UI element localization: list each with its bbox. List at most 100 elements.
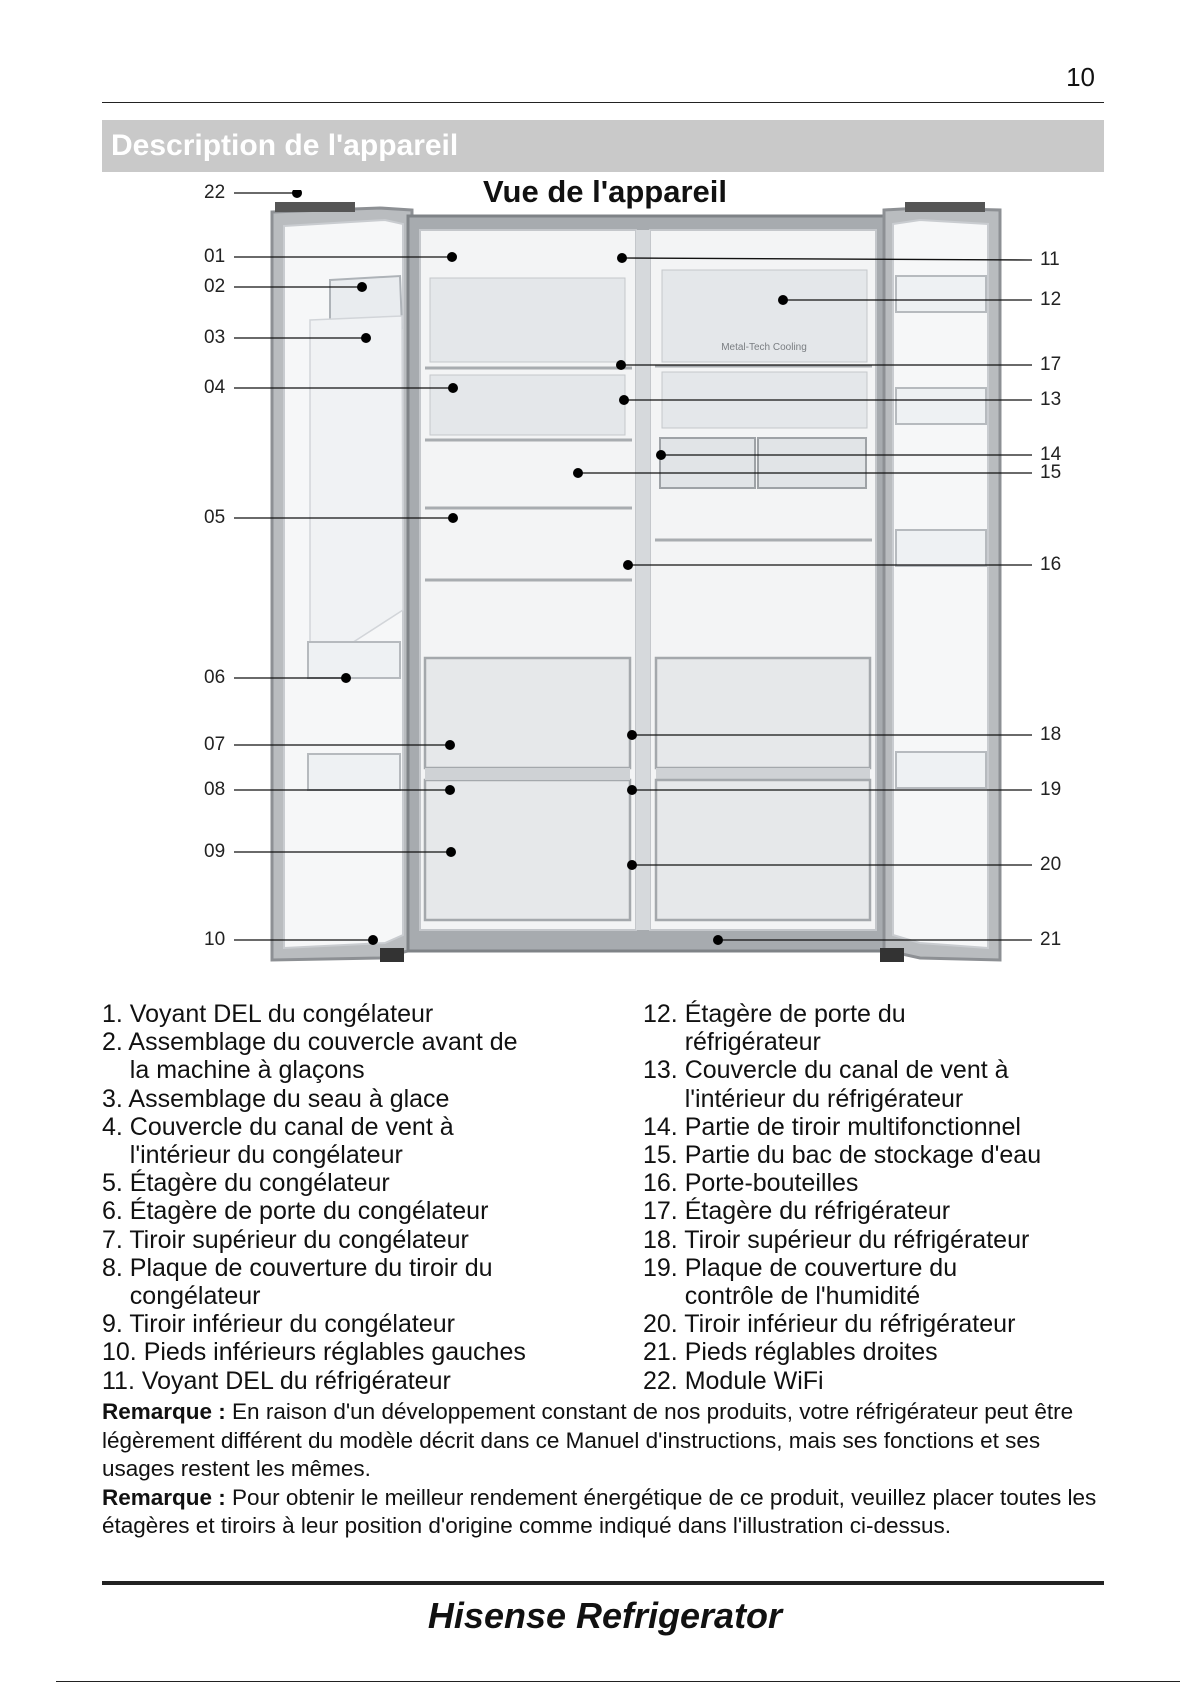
center-divider — [636, 230, 650, 930]
callout-dot — [445, 785, 455, 795]
legend-item: 11. Voyant DEL du réfrigérateur — [102, 1366, 451, 1395]
callout-dot — [292, 190, 302, 198]
legend-item: 20. Tiroir inférieur du réfrigérateur — [643, 1310, 1016, 1339]
note-2-text: Pour obtenir le meilleur rendement énerg… — [102, 1484, 1097, 1539]
multi-drawer-right — [757, 437, 867, 489]
callout-number: 19 — [1040, 779, 1062, 800]
callout-number: 13 — [1040, 389, 1062, 410]
callout-number: 05 — [204, 507, 226, 528]
callout-number: 02 — [204, 276, 226, 297]
legend-item: 12. Étagère de porte du réfrigérateur — [643, 1000, 906, 1057]
freezer-drawer-lower — [423, 778, 632, 922]
notes: Remarque : En raison d'un développement … — [102, 1398, 1112, 1541]
right-door-bin-2 — [895, 387, 987, 425]
note-1: Remarque : En raison d'un développement … — [102, 1398, 1112, 1484]
legend-item: 5. Étagère du congélateur — [102, 1169, 390, 1198]
fridge-drawer-lower — [654, 778, 872, 922]
callout-dot — [368, 935, 378, 945]
ice-bucket — [309, 315, 404, 672]
top-hinge-left — [275, 202, 355, 212]
legend-item: 9. Tiroir inférieur du congélateur — [102, 1310, 455, 1339]
refrigerator-diagram: Metal-Tech Cooling — [180, 190, 1080, 970]
legend-item: 6. Étagère de porte du congélateur — [102, 1197, 489, 1226]
callout-number: 17 — [1040, 354, 1062, 375]
leader-line — [621, 257, 1033, 261]
multi-drawer-left — [659, 437, 756, 489]
callout-number: 18 — [1040, 724, 1062, 745]
fridge-drawer-upper — [654, 656, 872, 770]
callout-dot — [445, 740, 455, 750]
callout-number: 21 — [1040, 929, 1062, 950]
note-1-text: En raison d'un développement constant de… — [102, 1399, 1074, 1481]
right-door-inner — [892, 218, 989, 950]
callout-number: 07 — [204, 734, 226, 755]
callout-dot — [616, 360, 626, 370]
callout-dot — [361, 333, 371, 343]
callout-number: 15 — [1040, 462, 1062, 483]
callout-number: 14 — [1040, 444, 1062, 465]
fridge-panel-text: Metal-Tech Cooling — [721, 342, 807, 353]
right-door-bin-1 — [895, 275, 987, 313]
note-2: Remarque : Pour obtenir le meilleur rend… — [102, 1484, 1112, 1541]
callout-number: 11 — [1040, 249, 1060, 270]
legend-item: 22. Module WiFi — [643, 1366, 824, 1395]
callout-number: 10 — [204, 929, 226, 950]
legend-item: 13. Couvercle du canal de vent à l'intér… — [643, 1056, 1009, 1113]
legend-item: 15. Partie du bac de stockage d'eau — [643, 1141, 1042, 1170]
legend-item: 10. Pieds inférieurs réglables gauches — [102, 1338, 526, 1367]
left-door-bin-1 — [307, 641, 401, 679]
legend-item: 3. Assemblage du seau à glace — [102, 1084, 450, 1113]
callout-dot — [341, 673, 351, 683]
callout-dot — [357, 282, 367, 292]
legend-item: 18. Tiroir supérieur du réfrigérateur — [643, 1225, 1030, 1254]
right-door-bin-3 — [895, 529, 987, 567]
section-header-bar: Description de l'appareil — [102, 120, 1104, 172]
callout-dot — [446, 847, 456, 857]
callout-dot — [617, 253, 627, 263]
callout-number: 22 — [204, 182, 226, 203]
callout-dot — [627, 730, 637, 740]
note-2-label: Remarque : — [102, 1484, 226, 1510]
section-title: Description de l'appareil — [111, 129, 459, 162]
callout-number: 04 — [204, 377, 226, 398]
left-foot — [380, 948, 404, 962]
page-bottom-rule — [56, 1681, 1180, 1682]
bottom-rule — [102, 1581, 1104, 1585]
legend-item: 16. Porte-bouteilles — [643, 1169, 859, 1198]
brand-footer: Hisense Refrigerator — [427, 1595, 783, 1636]
callout-number: 08 — [204, 779, 226, 800]
callout-number: 09 — [204, 841, 226, 862]
callout-dot — [627, 860, 637, 870]
top-rule — [102, 102, 1104, 103]
legend-item: 19. Plaque de couverture du contrôle de … — [643, 1253, 958, 1311]
callout-number: 12 — [1040, 289, 1062, 310]
callout-number: 16 — [1040, 554, 1062, 575]
callout-number: 06 — [204, 667, 226, 688]
legend-item: 4. Couvercle du canal de vent à l'intéri… — [102, 1112, 454, 1170]
top-hinge-right — [905, 202, 985, 212]
callout-dot — [448, 383, 458, 393]
callout-number: 20 — [1040, 854, 1062, 875]
left-door-bin-2 — [307, 753, 401, 791]
legend-item: 1. Voyant DEL du congélateur — [102, 1000, 434, 1028]
callout-dot — [656, 450, 666, 460]
right-door-bin-4 — [895, 751, 987, 789]
callout-dot — [573, 468, 583, 478]
legend-item: 17. Étagère du réfrigérateur — [643, 1197, 951, 1226]
callout-dot — [627, 785, 637, 795]
refrigerator-illustration: Metal-Tech Cooling — [234, 190, 1033, 962]
callout-number: 01 — [204, 246, 226, 267]
callout-dot — [619, 395, 629, 405]
callout-dot — [447, 252, 457, 262]
callout-dot — [623, 560, 633, 570]
callout-number: 03 — [204, 327, 226, 348]
diagram-title: Vue de l'appareil — [483, 174, 727, 209]
callout-dot — [713, 935, 723, 945]
note-1-label: Remarque : — [102, 1399, 226, 1424]
legend-item: 21. Pieds réglables droites — [643, 1338, 938, 1367]
freezer-drawer-upper — [423, 656, 632, 770]
callout-dot — [448, 513, 458, 523]
legend-item: 8. Plaque de couverture du tiroir du con… — [102, 1253, 493, 1311]
